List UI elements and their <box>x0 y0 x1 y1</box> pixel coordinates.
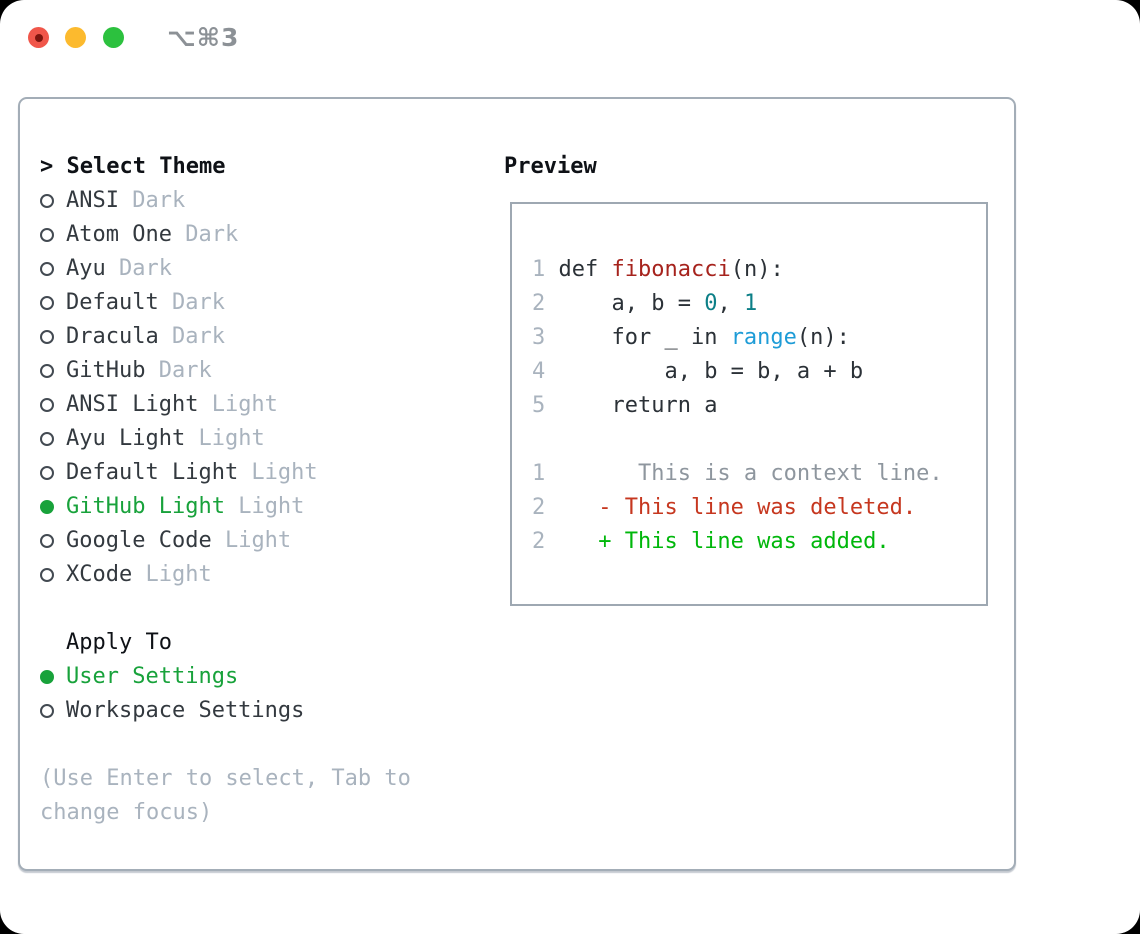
radio-selected-icon <box>40 500 54 514</box>
theme-option-google-code[interactable]: Google Code Light <box>40 524 411 558</box>
theme-variant-tag: Light <box>211 528 292 553</box>
option-label: Ayu <box>66 256 106 281</box>
option-label: Atom One <box>66 222 172 247</box>
radio-unselected-icon <box>40 432 54 446</box>
zoom-button[interactable] <box>103 27 124 48</box>
theme-variant-tag: Light <box>185 426 265 451</box>
code-preview: 1 def fibonacci(n): 2 a, b = 0, 1 3 for _ … <box>532 253 943 559</box>
option-label: Default <box>66 290 159 315</box>
theme-option-xcode[interactable]: XCode Light <box>40 558 411 592</box>
theme-variant-tag: Dark <box>158 290 225 315</box>
theme-option-dracula[interactable]: Dracula Dark <box>40 320 411 354</box>
theme-variant-tag: Dark <box>118 188 186 213</box>
theme-variant-tag: Dark <box>105 256 172 281</box>
code-line: 2 + This line was added. <box>532 529 890 554</box>
code-line: 1 def fibonacci(n): <box>532 257 784 282</box>
theme-option-default[interactable]: Default Dark <box>40 286 411 320</box>
theme-variant-tag: Dark <box>158 324 225 349</box>
radio-unselected-icon <box>40 228 54 242</box>
radio-unselected-icon <box>40 568 54 582</box>
hint-line: (Use Enter to select, Tab to <box>40 766 411 791</box>
option-label: XCode <box>66 562 133 587</box>
theme-option-ansi-light[interactable]: ANSI Light Light <box>40 388 411 422</box>
theme-variant-tag: Light <box>132 562 212 587</box>
option-label: Dracula <box>66 324 159 349</box>
theme-option-default-light[interactable]: Default Light Light <box>40 456 411 490</box>
code-line: 5 return a <box>532 393 718 418</box>
radio-unselected-icon <box>40 296 54 310</box>
apply-to-header: Apply To <box>66 630 172 655</box>
theme-variant-tag: Dark <box>145 358 212 383</box>
code-line: 1 This is a context line. <box>532 461 943 486</box>
option-label: ANSI <box>66 188 119 213</box>
theme-option-github[interactable]: GitHub Dark <box>40 354 411 388</box>
apply-option-workspace-settings[interactable]: Workspace Settings <box>40 694 411 728</box>
theme-option-ayu-light[interactable]: Ayu Light Light <box>40 422 411 456</box>
radio-unselected-icon <box>40 262 54 276</box>
preview-box: 1 def fibonacci(n): 2 a, b = 0, 1 3 for _ … <box>510 202 988 606</box>
code-line: 4 a, b = b, a + b <box>532 359 864 384</box>
unsaved-changes-dot-icon <box>34 33 43 42</box>
radio-unselected-icon <box>40 704 54 718</box>
theme-variant-tag: Dark <box>171 222 239 247</box>
preview-header-label: Preview <box>504 154 597 179</box>
theme-option-ayu[interactable]: Ayu Dark <box>40 252 411 286</box>
hint-line: change focus) <box>40 800 213 825</box>
select-theme-label: Select Theme <box>66 154 226 179</box>
cursor-icon: > <box>40 154 54 179</box>
minimize-button[interactable] <box>65 27 86 48</box>
titlebar: ⌥⌘3 <box>0 0 1140 97</box>
theme-option-atom-one[interactable]: Atom One Dark <box>40 218 411 252</box>
theme-option-github-light[interactable]: GitHub Light Light <box>40 490 411 524</box>
window-title-shortcut: ⌥⌘3 <box>167 23 240 52</box>
option-label: GitHub <box>66 358 146 383</box>
theme-variant-tag: Light <box>198 392 278 417</box>
keyboard-hint: (Use Enter to select, Tab to change focu… <box>40 762 411 830</box>
radio-unselected-icon <box>40 466 54 480</box>
select-theme-header: > Select Theme <box>40 150 411 184</box>
option-label: Workspace Settings <box>66 698 305 723</box>
close-button[interactable] <box>28 27 49 48</box>
option-label: Google Code <box>66 528 212 553</box>
radio-unselected-icon <box>40 364 54 378</box>
code-line <box>532 423 943 457</box>
option-label: ANSI Light <box>66 392 199 417</box>
theme-variant-tag: Light <box>224 494 305 519</box>
option-label: GitHub Light <box>66 494 225 519</box>
code-line: 2 - This line was deleted. <box>532 495 917 520</box>
theme-option-ansi[interactable]: ANSI Dark <box>40 184 411 218</box>
radio-selected-icon <box>40 670 54 684</box>
code-line: 2 a, b = 0, 1 <box>532 291 758 316</box>
apply-option-user-settings[interactable]: User Settings <box>40 660 411 694</box>
option-label: Default Light <box>66 460 239 485</box>
theme-variant-tag: Light <box>238 460 318 485</box>
radio-unselected-icon <box>40 534 54 548</box>
option-label: User Settings <box>66 664 239 689</box>
radio-unselected-icon <box>40 194 54 208</box>
code-line: 3 for _ in range(n): <box>532 325 850 350</box>
option-label: Ayu Light <box>66 426 186 451</box>
radio-unselected-icon <box>40 398 54 412</box>
radio-unselected-icon <box>40 330 54 344</box>
